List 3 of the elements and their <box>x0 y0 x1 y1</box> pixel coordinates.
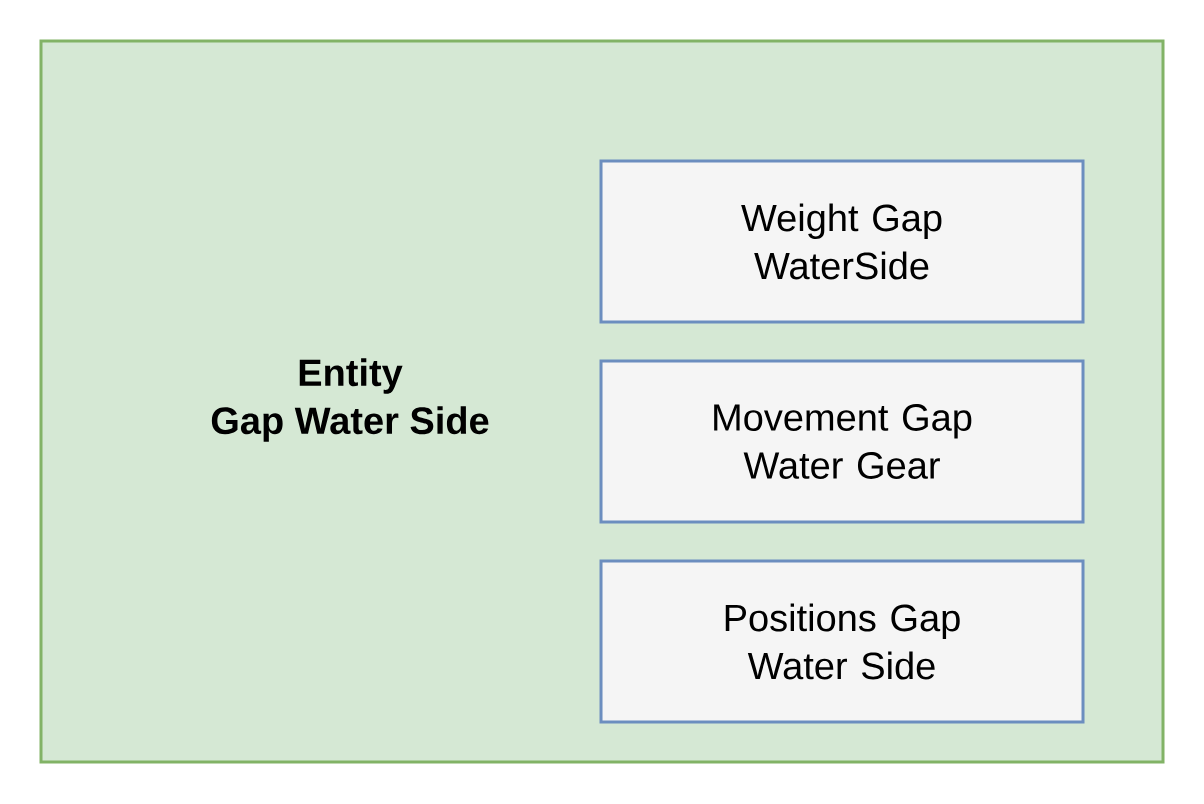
process-box: Movement Gap Water Gear <box>599 359 1085 524</box>
process-box: Positions Gap Water Side <box>599 559 1085 724</box>
process-box: Weight Gap WaterSide <box>599 159 1085 324</box>
